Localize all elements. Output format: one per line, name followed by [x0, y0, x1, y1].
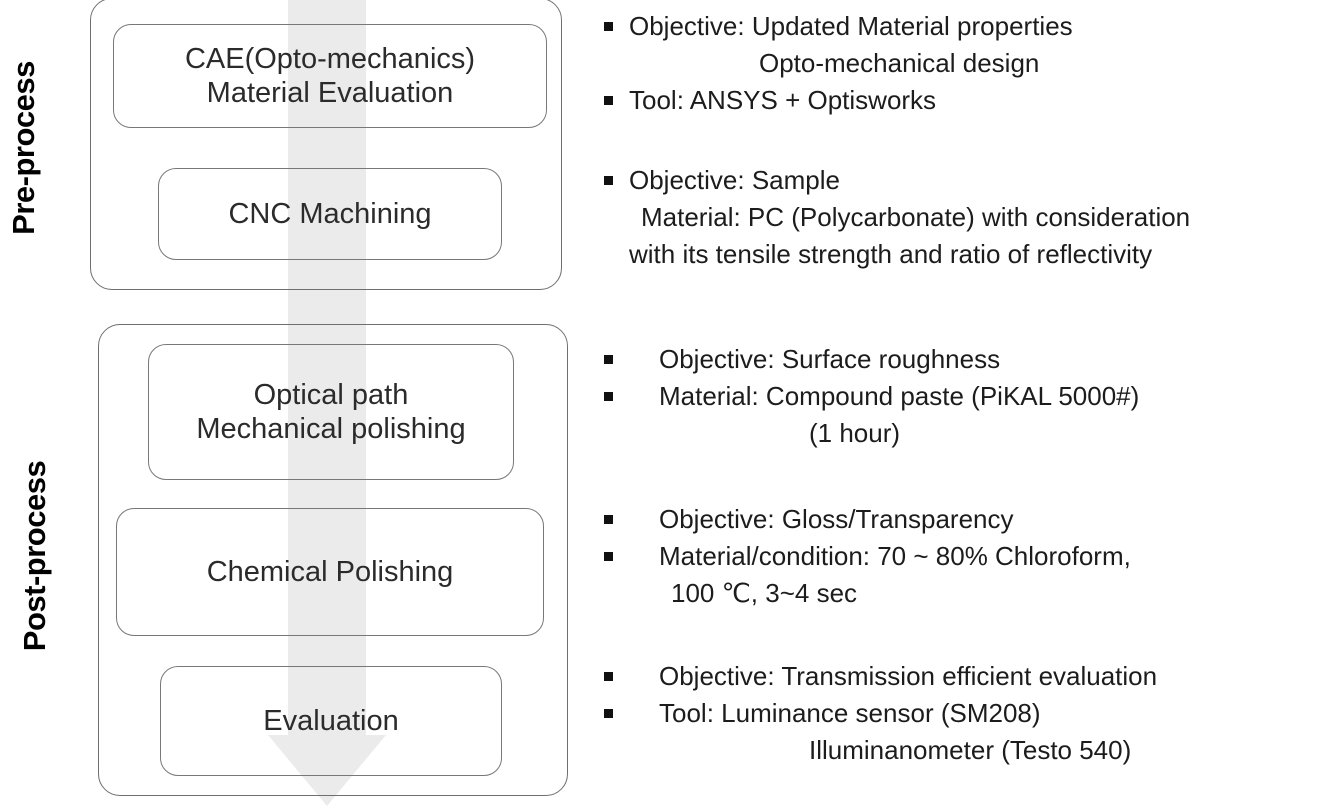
note-line: (1 hour): [604, 415, 1139, 452]
note-line: 100 ℃, 3~4 sec: [604, 575, 1131, 612]
bullet-square-icon: [604, 515, 613, 524]
bullet-square-icon: [604, 176, 613, 185]
note-line: Objective: Updated Material properties: [604, 8, 1073, 45]
note-line: Tool: ANSYS + Optisworks: [604, 82, 1073, 119]
note-line: Objective: Transmission efficient evalua…: [604, 658, 1157, 695]
bullet-square-icon: [604, 552, 613, 561]
note-group-evaluation: Objective: Transmission efficient evalua…: [604, 658, 1157, 769]
note-line: Objective: Gloss/Transparency: [604, 501, 1131, 538]
bullet-square-icon: [604, 96, 613, 105]
bullet-square-icon: [604, 709, 613, 718]
note-text: Objective: Transmission efficient evalua…: [659, 661, 1158, 691]
bullet-square-icon: [604, 672, 613, 681]
note-text: Material/condition: 70 ~ 80% Chloroform,: [659, 541, 1131, 571]
note-line: Tool: Luminance sensor (SM208): [604, 695, 1157, 732]
note-text: 100 ℃, 3~4 sec: [671, 578, 858, 608]
note-line: Objective: Surface roughness: [604, 341, 1139, 378]
note-text: Tool: ANSYS + Optisworks: [629, 85, 937, 115]
bullet-square-icon: [604, 355, 613, 364]
note-text: Objective: Surface roughness: [659, 344, 1001, 374]
note-text: Objective: Gloss/Transparency: [659, 504, 1014, 534]
note-line: Material/condition: 70 ~ 80% Chloroform,: [604, 538, 1131, 575]
note-group-cnc: Objective: Sample Material: PC (Polycarb…: [604, 162, 1190, 273]
note-text: with its tensile strength and ratio of r…: [629, 239, 1153, 269]
note-line: Material: PC (Polycarbonate) with consid…: [604, 199, 1190, 236]
bullet-square-icon: [604, 22, 613, 31]
note-text: Opto-mechanical design: [759, 48, 1040, 78]
note-line: Material: Compound paste (PiKAL 5000#): [604, 378, 1139, 415]
bullet-square-icon: [604, 392, 613, 401]
note-line: Objective: Sample: [604, 162, 1190, 199]
note-text: Objective: Updated Material properties: [629, 11, 1073, 41]
note-line: Illuminanometer (Testo 540): [604, 732, 1157, 769]
note-text: Illuminanometer (Testo 540): [809, 735, 1132, 765]
note-text: Tool: Luminance sensor (SM208): [659, 698, 1041, 728]
note-group-chemical-polishing: Objective: Gloss/Transparency Material/c…: [604, 501, 1131, 612]
note-line: with its tensile strength and ratio of r…: [604, 236, 1190, 273]
note-text: Material: Compound paste (PiKAL 5000#): [659, 381, 1140, 411]
note-group-cae: Objective: Updated Material properties O…: [604, 8, 1073, 119]
note-group-optical-path: Objective: Surface roughness Material: C…: [604, 341, 1139, 452]
note-line: Opto-mechanical design: [604, 45, 1073, 82]
note-text: Objective: Sample: [629, 165, 840, 195]
note-text: Material: PC (Polycarbonate) with consid…: [641, 202, 1191, 232]
note-text: (1 hour): [809, 418, 901, 448]
